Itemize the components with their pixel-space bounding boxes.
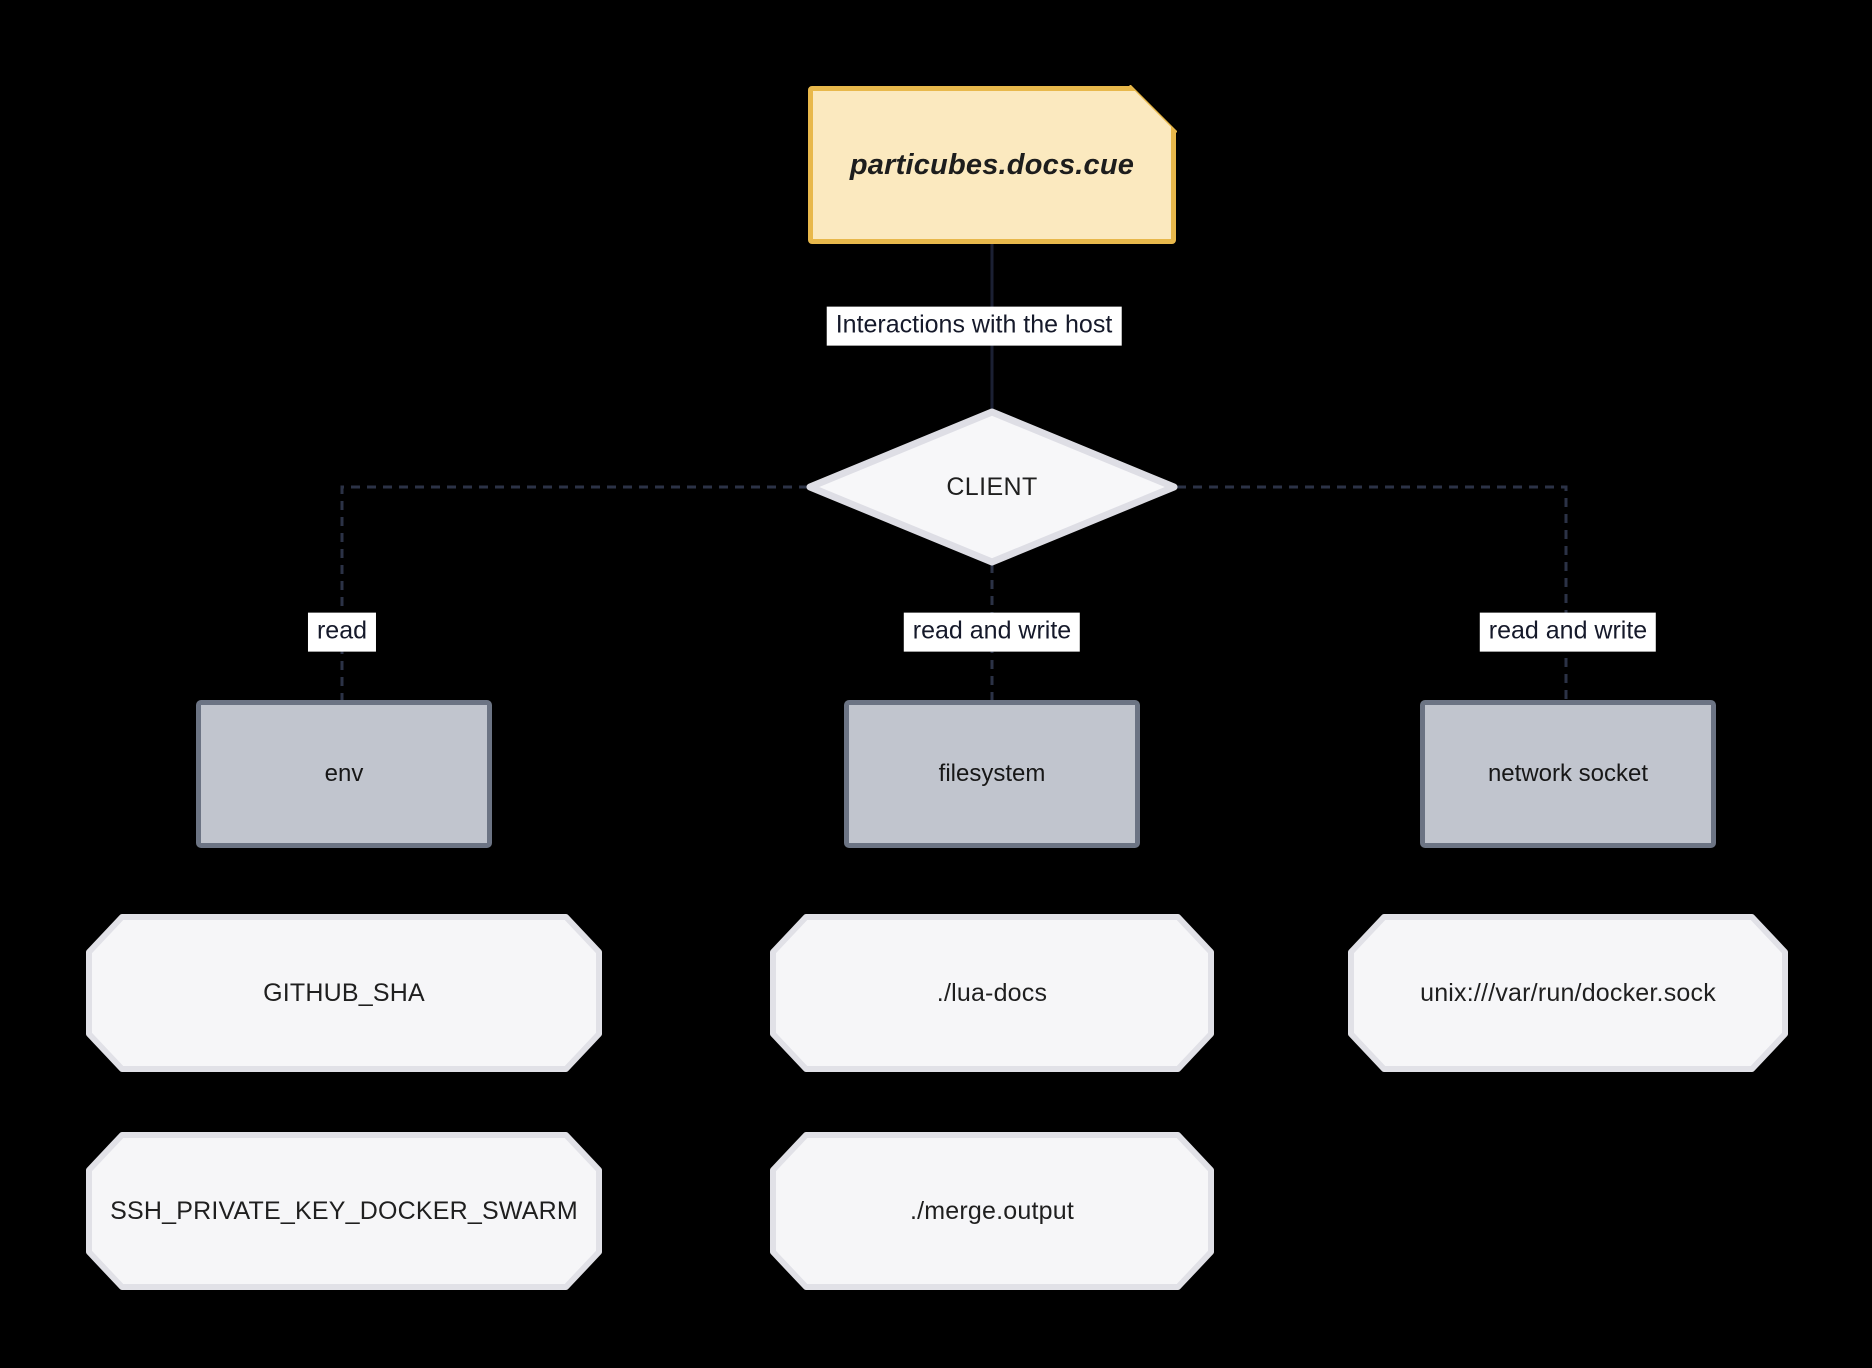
octagon-shape — [770, 914, 1214, 1072]
value-node-label: ./lua-docs — [936, 978, 1048, 1007]
octagon-shape — [86, 914, 602, 1072]
edge-label-read-and-write-filesystem: read and write — [903, 612, 1081, 652]
resource-node-label: env — [324, 760, 364, 787]
diamond-shape — [806, 408, 1178, 566]
resource-node-filesystem[interactable]: filesystem — [844, 700, 1140, 848]
note-node-docs-cue[interactable]: particubes.docs.cue — [808, 85, 1177, 244]
octagon-shape — [1348, 914, 1788, 1072]
edge-client-to-env — [340, 485, 808, 700]
resource-node-env[interactable]: env — [196, 700, 492, 848]
octagon-shape — [86, 1132, 602, 1290]
resource-node-label: network socket — [1487, 760, 1649, 787]
value-node-ssh-private-key[interactable]: SSH_PRIVATE_KEY_DOCKER_SWARM — [86, 1132, 602, 1290]
edge-label-interactions-with-the-host: Interactions with the host — [826, 306, 1122, 346]
edge-label-read: read — [307, 612, 377, 652]
value-node-label: SSH_PRIVATE_KEY_DOCKER_SWARM — [110, 1196, 578, 1225]
value-node-label: ./merge.output — [909, 1196, 1074, 1225]
value-node-merge-output[interactable]: ./merge.output — [770, 1132, 1214, 1290]
value-node-lua-docs[interactable]: ./lua-docs — [770, 914, 1214, 1072]
value-node-docker-sock[interactable]: unix:///var/run/docker.sock — [1348, 914, 1788, 1072]
value-node-label: unix:///var/run/docker.sock — [1420, 978, 1716, 1007]
edge-label-read-and-write-network: read and write — [1479, 612, 1657, 652]
value-node-github-sha[interactable]: GITHUB_SHA — [86, 914, 602, 1072]
decision-node-client[interactable]: CLIENT — [806, 408, 1178, 566]
note-node-label: particubes.docs.cue — [849, 148, 1135, 181]
decision-node-label: CLIENT — [946, 472, 1038, 501]
value-node-label: GITHUB_SHA — [263, 978, 425, 1007]
octagon-shape — [770, 1132, 1214, 1290]
resource-node-network-socket[interactable]: network socket — [1420, 700, 1716, 848]
edge-client-to-network-socket — [1177, 485, 1568, 700]
resource-node-label: filesystem — [938, 760, 1046, 787]
